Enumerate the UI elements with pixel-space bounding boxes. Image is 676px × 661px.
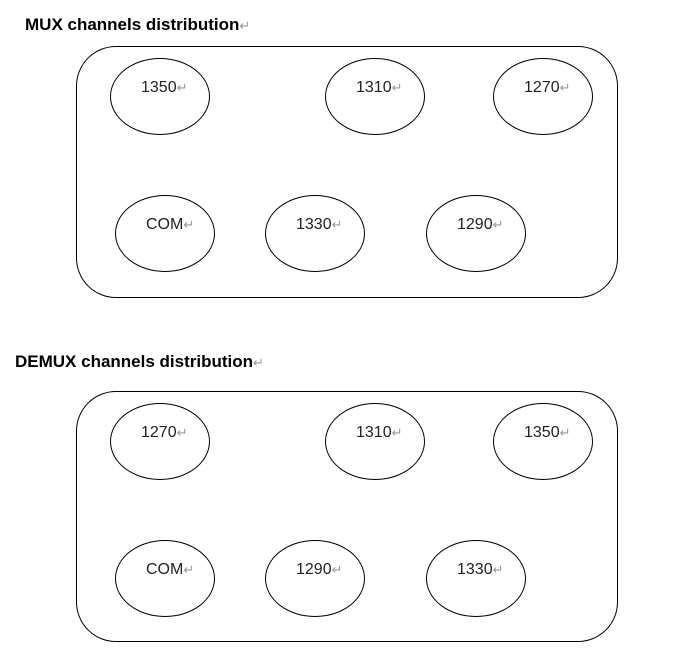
demux-port-1350: 1350↵ [493,403,593,480]
port-text: 1310 [356,424,392,441]
demux-port-1270: 1270↵ [110,403,210,480]
mux-port-1270: 1270↵ [493,58,593,135]
mux-title: MUX channels distribution↵ [25,15,251,34]
port-text: COM [146,561,184,578]
port-text: COM [146,216,184,233]
return-mark-icon: ↵ [559,80,571,95]
demux-port-1310: 1310↵ [325,403,425,480]
port-label: 1350↵ [141,79,188,97]
return-mark-icon: ↵ [331,562,343,577]
port-text: 1350 [524,424,560,441]
mux-port-1290: 1290↵ [426,195,526,272]
demux-title: DEMUX channels distribution↵ [15,352,264,371]
mux-port-1310: 1310↵ [325,58,425,135]
return-mark-icon: ↵ [253,355,264,370]
return-mark-icon: ↵ [183,217,195,232]
port-label: 1290↵ [457,216,504,234]
port-label: 1310↵ [356,424,403,442]
port-label: 1330↵ [296,216,343,234]
port-text: 1310 [356,79,392,96]
port-label: COM↵ [146,216,194,234]
port-text: 1330 [457,561,493,578]
mux-port-com: COM↵ [115,195,215,272]
demux-port-com: COM↵ [115,540,215,617]
port-label: 1270↵ [141,424,188,442]
port-text: 1330 [296,216,332,233]
return-mark-icon: ↵ [559,425,571,440]
demux-port-1330: 1330↵ [426,540,526,617]
return-mark-icon: ↵ [176,80,188,95]
demux-port-1290: 1290↵ [265,540,365,617]
port-label: 1270↵ [524,79,571,97]
return-mark-icon: ↵ [492,562,504,577]
return-mark-icon: ↵ [183,562,195,577]
port-label: 1330↵ [457,561,504,579]
demux-panel [76,391,618,642]
return-mark-icon: ↵ [331,217,343,232]
port-text: 1270 [141,424,177,441]
port-label: 1350↵ [524,424,571,442]
return-mark-icon: ↵ [492,217,504,232]
port-text: 1350 [141,79,177,96]
return-mark-icon: ↵ [391,425,403,440]
mux-port-1330: 1330↵ [265,195,365,272]
port-label: 1290↵ [296,561,343,579]
port-text: 1270 [524,79,560,96]
port-text: 1290 [457,216,493,233]
port-label: 1310↵ [356,79,403,97]
port-label: COM↵ [146,561,194,579]
return-mark-icon: ↵ [239,18,251,33]
mux-panel [76,46,618,298]
return-mark-icon: ↵ [391,80,403,95]
mux-port-1350: 1350↵ [110,58,210,135]
port-text: 1290 [296,561,332,578]
return-mark-icon: ↵ [176,425,188,440]
